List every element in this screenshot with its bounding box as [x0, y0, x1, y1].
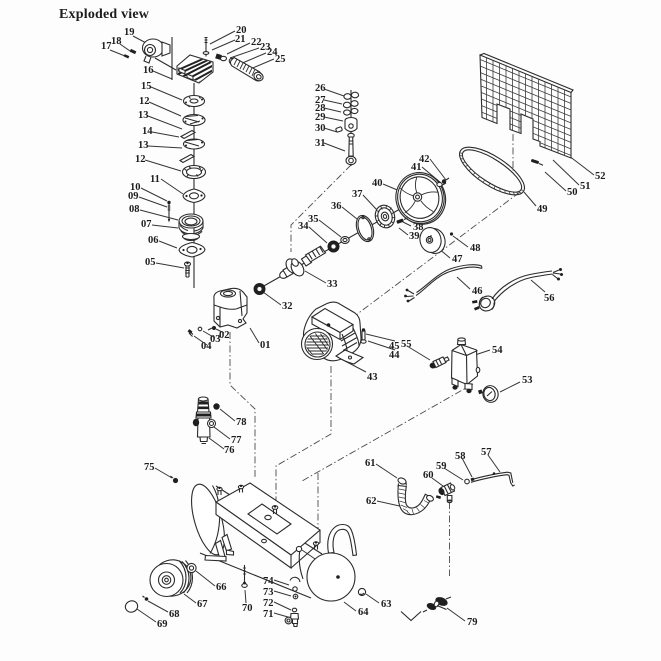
svg-text:69: 69: [157, 619, 168, 630]
svg-text:04: 04: [201, 341, 212, 352]
svg-text:30: 30: [315, 123, 326, 134]
svg-text:23: 23: [260, 42, 271, 53]
svg-text:02: 02: [219, 330, 230, 341]
svg-text:10: 10: [130, 182, 141, 193]
svg-text:27: 27: [315, 95, 326, 106]
svg-text:29: 29: [315, 112, 326, 123]
svg-text:17: 17: [101, 41, 112, 52]
svg-text:47: 47: [452, 254, 463, 265]
svg-text:54: 54: [492, 345, 503, 356]
svg-text:34: 34: [298, 221, 309, 232]
svg-text:14: 14: [142, 126, 153, 137]
svg-text:35: 35: [308, 214, 319, 225]
svg-text:13: 13: [138, 110, 149, 121]
svg-text:66: 66: [216, 582, 227, 593]
svg-text:18: 18: [111, 36, 122, 47]
svg-text:06: 06: [148, 235, 159, 246]
svg-text:12: 12: [139, 96, 150, 107]
svg-text:05: 05: [145, 257, 156, 268]
svg-text:79: 79: [467, 617, 478, 628]
svg-text:55: 55: [401, 339, 412, 350]
svg-text:09: 09: [128, 191, 139, 202]
svg-text:75: 75: [144, 462, 155, 473]
svg-text:08: 08: [129, 204, 140, 215]
svg-text:77: 77: [231, 435, 242, 446]
svg-text:68: 68: [169, 609, 180, 620]
svg-text:22: 22: [251, 37, 262, 48]
svg-text:72: 72: [263, 598, 274, 609]
svg-text:31: 31: [315, 138, 326, 149]
svg-text:73: 73: [263, 587, 274, 598]
svg-text:41: 41: [411, 162, 422, 173]
svg-text:12: 12: [135, 154, 146, 165]
svg-text:51: 51: [580, 181, 591, 192]
svg-text:28: 28: [315, 103, 326, 114]
svg-text:43: 43: [367, 372, 378, 383]
svg-text:60: 60: [423, 470, 434, 481]
svg-text:53: 53: [522, 375, 533, 386]
svg-text:57: 57: [481, 447, 492, 458]
svg-text:71: 71: [263, 609, 274, 620]
svg-text:50: 50: [567, 187, 578, 198]
svg-text:48: 48: [470, 243, 481, 254]
svg-text:42: 42: [419, 154, 430, 165]
svg-text:56: 56: [544, 293, 555, 304]
svg-text:61: 61: [365, 458, 376, 469]
svg-text:07: 07: [141, 219, 152, 230]
svg-text:13: 13: [138, 140, 149, 151]
svg-text:39: 39: [409, 231, 420, 242]
svg-text:74: 74: [263, 576, 274, 587]
svg-text:52: 52: [595, 171, 606, 182]
svg-text:76: 76: [224, 445, 235, 456]
svg-text:67: 67: [197, 599, 208, 610]
svg-text:58: 58: [455, 451, 466, 462]
svg-text:63: 63: [381, 599, 392, 610]
svg-text:24: 24: [267, 47, 278, 58]
svg-text:59: 59: [436, 461, 447, 472]
svg-text:70: 70: [242, 603, 253, 614]
svg-text:26: 26: [315, 83, 326, 94]
svg-text:16: 16: [143, 65, 154, 76]
svg-text:44: 44: [389, 350, 400, 361]
svg-text:32: 32: [282, 301, 293, 312]
svg-text:38: 38: [413, 222, 424, 233]
svg-text:64: 64: [358, 607, 369, 618]
svg-text:25: 25: [275, 54, 286, 65]
svg-text:46: 46: [472, 286, 483, 297]
svg-text:37: 37: [352, 189, 363, 200]
svg-text:36: 36: [331, 201, 342, 212]
svg-text:33: 33: [327, 279, 338, 290]
svg-text:Exploded view: Exploded view: [59, 7, 150, 22]
svg-text:01: 01: [260, 340, 271, 351]
svg-text:40: 40: [372, 178, 383, 189]
svg-text:20: 20: [236, 25, 247, 36]
svg-text:21: 21: [235, 34, 246, 45]
svg-text:49: 49: [537, 204, 548, 215]
svg-text:62: 62: [366, 496, 377, 507]
svg-text:19: 19: [124, 27, 135, 38]
svg-text:15: 15: [141, 81, 152, 92]
svg-text:78: 78: [236, 417, 247, 428]
svg-text:03: 03: [210, 334, 221, 345]
svg-text:45: 45: [389, 341, 400, 352]
svg-text:11: 11: [150, 174, 160, 185]
